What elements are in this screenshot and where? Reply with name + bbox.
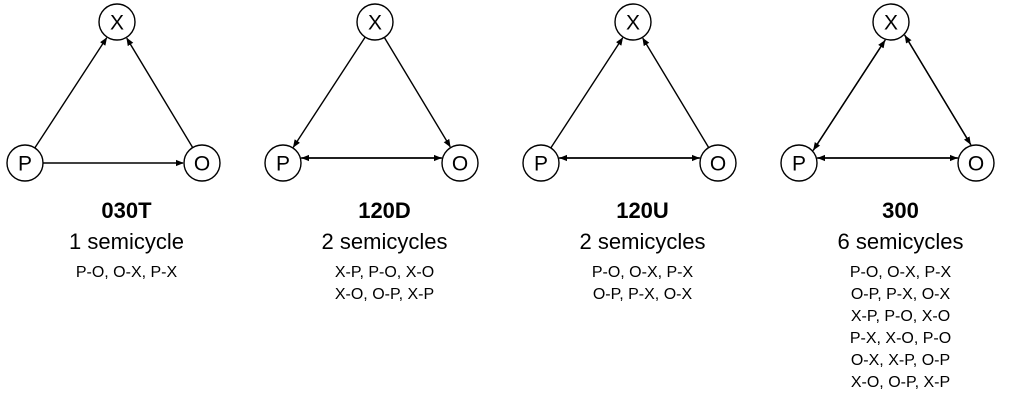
semicycle-count: 1 semicycle — [69, 229, 184, 254]
semicycle-count: 6 semicycles — [837, 229, 964, 254]
semicycle-list: P-O, O-X, P-X O-P, P-X, O-X X-P, P-O, X-O P… — [774, 262, 1013, 394]
semicycle-item: P-O, O-X, P-X — [849, 264, 952, 281]
semicycle-item: X-P, P-O, X-O — [850, 308, 951, 325]
triad-code: 120D — [358, 198, 411, 223]
node-p: P — [522, 144, 560, 182]
node-p: P — [780, 144, 818, 182]
node-p: P — [264, 144, 302, 182]
semicycle-count: 2 semicycles — [579, 229, 706, 254]
node-label: P — [534, 153, 548, 176]
node-label: X — [626, 12, 640, 35]
node-label: P — [792, 153, 806, 176]
edge-x-to-p — [812, 39, 886, 151]
triad-graph: X P O — [522, 3, 737, 182]
edge-x-to-p — [292, 36, 366, 148]
semicycle-item: P-O, O-X, P-X — [591, 264, 694, 281]
node-label: P — [276, 153, 290, 176]
semicycle-list: P-O, O-X, P-X — [0, 262, 253, 284]
semicycle-item: P-X, X-O, P-O — [849, 330, 952, 347]
semicycle-item: P-O, O-X, P-X — [75, 264, 178, 281]
semicycle-list: X-P, P-O, X-O X-O, O-P, X-P — [258, 262, 511, 306]
edge-p-to-x — [550, 37, 624, 149]
triad-code: 120U — [616, 198, 669, 223]
node-label: O — [452, 153, 468, 176]
triad-graph: X P O — [264, 3, 479, 182]
node-o: O — [699, 144, 737, 182]
node-x: X — [872, 3, 910, 41]
node-o: O — [957, 144, 995, 182]
node-label: O — [194, 153, 210, 176]
triad-graph: X P O — [780, 3, 995, 182]
edge-p-to-x — [34, 37, 108, 149]
semicycle-item: X-P, P-O, X-O — [334, 264, 435, 281]
node-label: O — [710, 153, 726, 176]
node-p: P — [6, 144, 44, 182]
node-o: O — [441, 144, 479, 182]
node-label: X — [884, 12, 898, 35]
node-x: X — [356, 3, 394, 41]
edge-x-to-o — [383, 37, 451, 148]
semicycle-item: O-P, P-X, O-X — [850, 286, 951, 303]
node-label: X — [368, 12, 382, 35]
triad-code: 030T — [101, 198, 152, 223]
semicycle-item: X-O, O-P, X-P — [850, 374, 951, 391]
triad-graph: X P O — [6, 3, 221, 182]
semicycle-item: O-P, P-X, O-X — [592, 286, 693, 303]
node-label: P — [18, 153, 32, 176]
node-o: O — [183, 144, 221, 182]
edge-o-to-x — [642, 37, 710, 148]
triad-code: 300 — [882, 198, 919, 223]
node-label: O — [968, 153, 984, 176]
node-label: X — [110, 12, 124, 35]
semicycle-item: X-O, O-P, X-P — [334, 286, 435, 303]
node-x: X — [614, 3, 652, 41]
semicycle-item: O-X, X-P, O-P — [850, 352, 951, 369]
edge-x-to-o — [903, 34, 972, 145]
edge-o-to-x — [126, 37, 194, 148]
semicycle-count: 2 semicycles — [321, 229, 448, 254]
semicycle-list: P-O, O-X, P-X O-P, P-X, O-X — [516, 262, 769, 306]
node-x: X — [98, 3, 136, 41]
